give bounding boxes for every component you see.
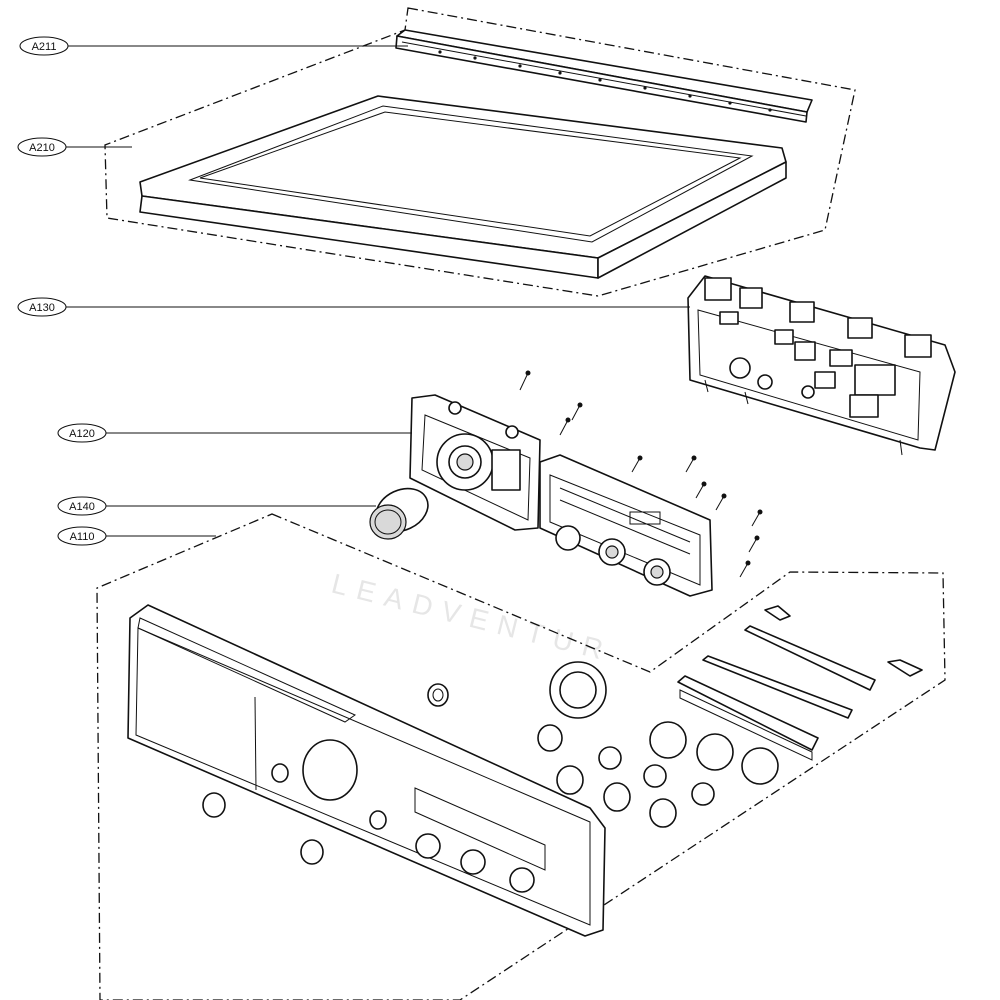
cover-group-boundary [104,7,856,297]
watermark-text: LEADVENTUR [329,568,616,668]
callout-a120: A120 [57,423,412,443]
panel-small-parts [202,661,715,865]
mounting-screws [519,372,761,578]
switch-boards [649,605,923,785]
part-a140-knob [369,487,429,540]
part-a210-lid-frame [139,95,787,279]
callout-a140-label: A140 [69,501,95,513]
part-a120-control-bracket [409,394,713,597]
callout-a130-label: A130 [29,302,55,314]
part-a211-rail [395,29,813,123]
panel-group-boundary [96,513,946,1000]
callout-a210-label: A210 [29,142,55,154]
part-a110-control-panel [127,604,606,937]
callout-a110-label: A110 [70,531,95,543]
callout-a120-label: A120 [69,428,95,440]
callout-a130: A130 [17,297,690,317]
callout-a140: A140 [57,496,376,516]
part-a130-control-board [687,275,956,456]
callout-a211: A211 [19,36,408,56]
callout-a110: A110 [57,526,216,546]
callout-a210: A210 [17,137,132,157]
callout-a211-label: A211 [32,41,57,53]
